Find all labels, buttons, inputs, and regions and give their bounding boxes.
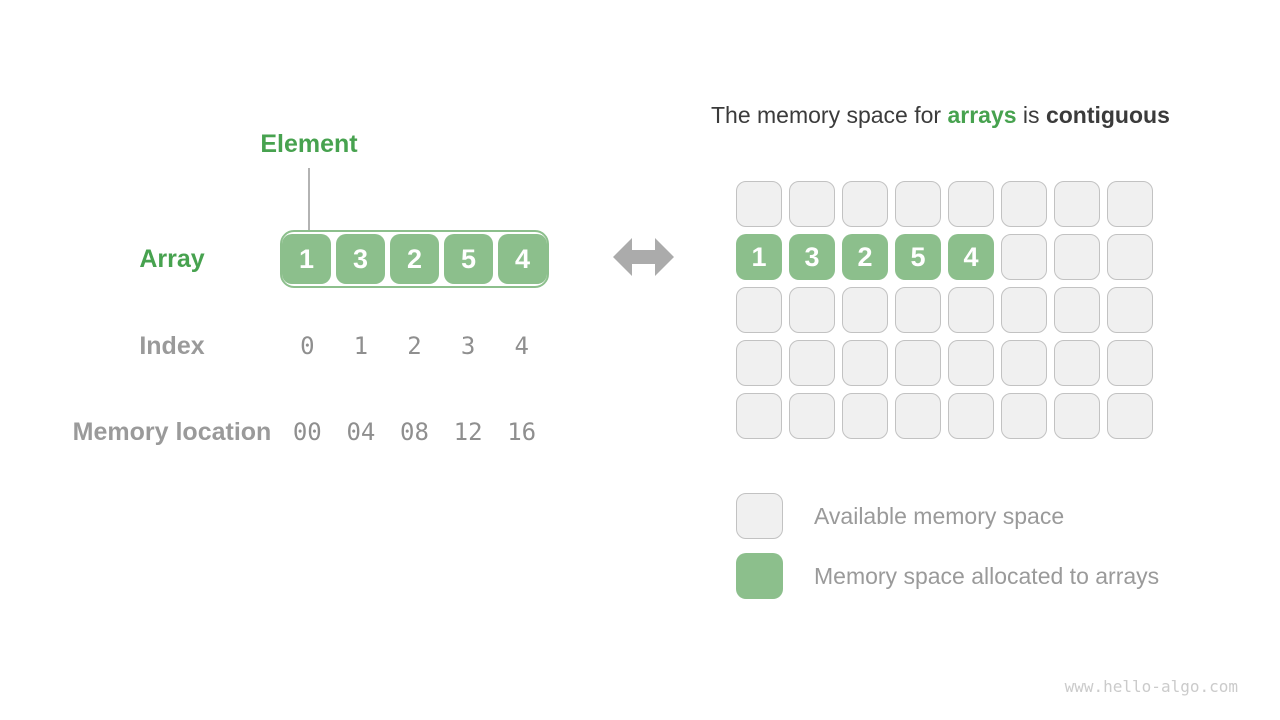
title-bold-contiguous: contiguous (1045, 102, 1170, 128)
memory-cell-available (842, 393, 888, 439)
memory-cell-available (1001, 181, 1047, 227)
memory-location-values-row: 00 04 08 12 16 (280, 419, 549, 445)
memory-cell-available (1107, 181, 1153, 227)
memory-location-value: 04 (346, 418, 376, 446)
title-text-2: is (1016, 102, 1046, 128)
array-cell: 2 (390, 234, 439, 284)
memory-cell-available (1107, 234, 1153, 280)
memory-cell-allocated: 5 (895, 234, 941, 280)
memory-cell-available (789, 340, 835, 386)
array-cell: 1 (282, 234, 331, 284)
memory-cell-available (1001, 234, 1047, 280)
memory-cell-available (948, 393, 994, 439)
legend-label-available: Available memory space (814, 502, 1065, 529)
index-value: 3 (460, 332, 476, 360)
title-highlight-arrays: arrays (947, 102, 1017, 128)
memory-cell-available (736, 287, 782, 333)
title-text-1: The memory space for (711, 102, 948, 128)
memory-cell-available (895, 393, 941, 439)
memory-cell-available (948, 340, 994, 386)
index-label: Index (139, 332, 205, 360)
memory-cell-available (895, 340, 941, 386)
memory-cell-allocated: 2 (842, 234, 888, 280)
array-cell: 5 (444, 234, 493, 284)
memory-cell-available (948, 181, 994, 227)
memory-cell-available (1054, 340, 1100, 386)
memory-location-value: 16 (507, 418, 537, 446)
double-headed-arrow-icon (613, 238, 674, 276)
legend-row-allocated: Memory space allocated to arrays (736, 553, 1159, 599)
memory-cell-available (736, 340, 782, 386)
memory-cell-available (1107, 340, 1153, 386)
legend-row-available: Available memory space (736, 493, 1064, 539)
memory-cell-available (1054, 181, 1100, 227)
memory-cell-available (842, 287, 888, 333)
legend-label-allocated: Memory space allocated to arrays (814, 562, 1160, 589)
memory-cell-available (1054, 393, 1100, 439)
memory-cell-allocated: 1 (736, 234, 782, 280)
memory-cell-allocated: 3 (789, 234, 835, 280)
index-values-row: 0 1 2 3 4 (280, 333, 549, 359)
index-value: 2 (407, 332, 422, 360)
memory-cell-available (1001, 340, 1047, 386)
memory-cell-available (789, 287, 835, 333)
memory-cell-available (736, 181, 782, 227)
memory-cell-available (1054, 234, 1100, 280)
memory-cell-available (1107, 393, 1153, 439)
index-value: 0 (300, 332, 315, 360)
element-label: Element (260, 130, 358, 158)
memory-cell-available (948, 287, 994, 333)
memory-cell-available (789, 181, 835, 227)
memory-cell-available (895, 181, 941, 227)
memory-cell-available (1001, 393, 1047, 439)
memory-cell-available (842, 181, 888, 227)
array-label: Array (139, 245, 205, 273)
watermark: www.hello-algo.com (1064, 677, 1238, 696)
memory-location-value: 08 (400, 418, 429, 446)
memory-cell-available (1107, 287, 1153, 333)
index-value: 4 (514, 332, 529, 360)
memory-cell-available (736, 393, 782, 439)
element-connector-line (308, 168, 310, 230)
memory-location-label: Memory location (72, 418, 272, 446)
memory-location-value: 12 (453, 418, 483, 446)
array-cell: 3 (336, 234, 385, 284)
diagram-title: The memory space for arrays is contiguou… (711, 101, 1170, 129)
memory-cell-available (1001, 287, 1047, 333)
memory-cell-allocated: 4 (948, 234, 994, 280)
index-value: 1 (353, 332, 369, 360)
memory-cell-available (1054, 287, 1100, 333)
memory-cell-available (895, 287, 941, 333)
memory-cell-available (789, 393, 835, 439)
available-memory-swatch (736, 493, 783, 539)
allocated-memory-swatch (736, 553, 783, 599)
memory-location-value: 00 (292, 418, 322, 446)
array-cell: 4 (498, 234, 547, 284)
memory-cell-available (842, 340, 888, 386)
